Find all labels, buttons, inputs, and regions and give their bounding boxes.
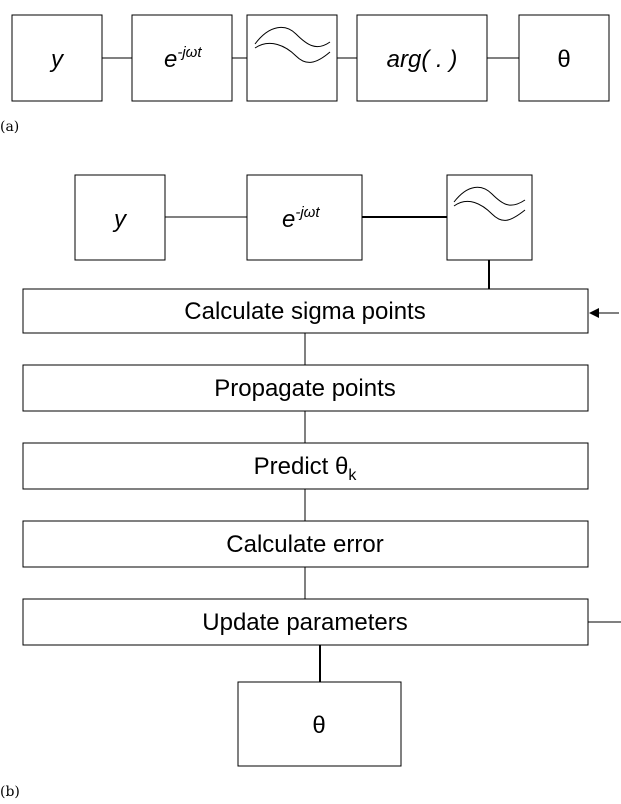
block-b-exp: e-jωt bbox=[246, 174, 363, 261]
step-label: Predict θk bbox=[254, 453, 358, 484]
step-label: Calculate error bbox=[226, 531, 383, 558]
step-predict-theta: Predict θk bbox=[22, 442, 589, 490]
block-a-exp: e-jωt bbox=[131, 14, 233, 102]
block-b-output-label: θ bbox=[312, 712, 325, 739]
step-calculate-error: Calculate error bbox=[22, 520, 589, 568]
step-calculate-sigma-points: Calculate sigma points bbox=[22, 288, 589, 334]
lowpass-filter-icon bbox=[254, 26, 331, 63]
block-a-y-label: y bbox=[49, 46, 65, 73]
block-a-theta: θ bbox=[518, 14, 610, 102]
block-a-filter bbox=[246, 14, 338, 102]
step-label: Propagate points bbox=[214, 375, 395, 402]
caption-b: (b) bbox=[0, 784, 20, 800]
lowpass-filter-icon bbox=[453, 186, 526, 221]
step-propagate-points: Propagate points bbox=[22, 364, 589, 412]
block-a-arg: arg( . ) bbox=[356, 14, 488, 102]
panel-a: y e-jωt arg( . ) θ (a) bbox=[0, 14, 610, 135]
step-label: Calculate sigma points bbox=[184, 298, 425, 325]
block-a-arg-label: arg( . ) bbox=[387, 46, 458, 73]
block-a-theta-label: θ bbox=[557, 46, 570, 73]
block-a-y: y bbox=[11, 14, 103, 102]
block-b-exp-label: e-jωt bbox=[282, 204, 320, 233]
block-a-exp-label: e-jωt bbox=[164, 44, 202, 73]
block-b-y-label: y bbox=[112, 206, 128, 233]
step-label: Update parameters bbox=[202, 609, 407, 636]
panel-b: y e-jωt Calculate sigma points bbox=[0, 174, 621, 800]
step-update-parameters: Update parameters bbox=[22, 598, 589, 646]
caption-a: (a) bbox=[0, 119, 19, 135]
block-b-y: y bbox=[74, 174, 166, 261]
block-b-output: θ bbox=[237, 681, 402, 767]
block-b-filter bbox=[446, 174, 533, 261]
